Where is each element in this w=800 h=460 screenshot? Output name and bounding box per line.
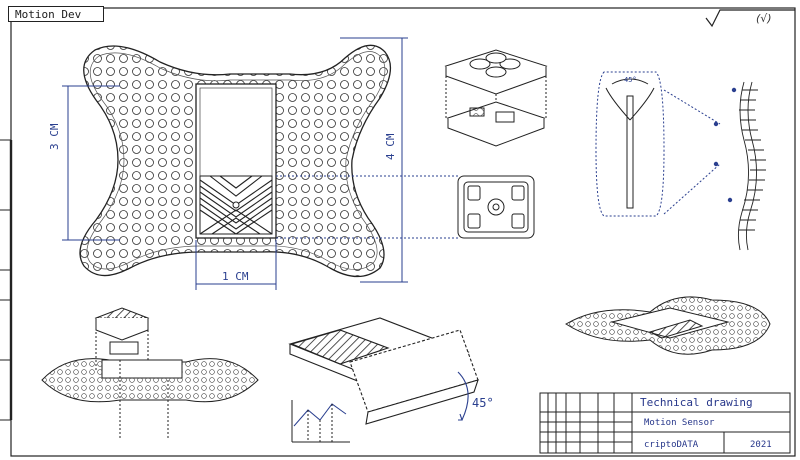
exploded-housing-view bbox=[444, 49, 548, 147]
title-block-part: Motion Sensor bbox=[644, 418, 715, 428]
title-block bbox=[539, 392, 791, 454]
spine-placement-view bbox=[595, 71, 766, 251]
isometric-flex-view bbox=[288, 317, 479, 425]
dimension-lines bbox=[62, 37, 460, 290]
surface-mark: (√) bbox=[756, 12, 772, 25]
length-dimension-label: 4 CM bbox=[384, 133, 397, 161]
sensor-plate-plan-view bbox=[79, 44, 392, 278]
title-block-company: criptoDATA bbox=[644, 440, 699, 450]
flex-angle-label: 45° bbox=[472, 396, 494, 410]
sensor-board-front-view bbox=[457, 175, 535, 239]
motion-graph-sketch bbox=[291, 400, 350, 443]
project-tag: Motion Dev bbox=[8, 6, 104, 22]
height-dimension-label: 3 CM bbox=[48, 123, 61, 151]
title-block-year: 2021 bbox=[750, 440, 772, 450]
isometric-plate-view bbox=[565, 296, 771, 355]
surface-finish-symbol bbox=[705, 9, 795, 28]
title-block-heading: Technical drawing bbox=[640, 396, 753, 409]
spine-angle-label: 45° bbox=[624, 76, 637, 84]
exploded-isometric-assembly bbox=[41, 307, 259, 440]
width-dimension-label: 1 CM bbox=[222, 270, 249, 283]
